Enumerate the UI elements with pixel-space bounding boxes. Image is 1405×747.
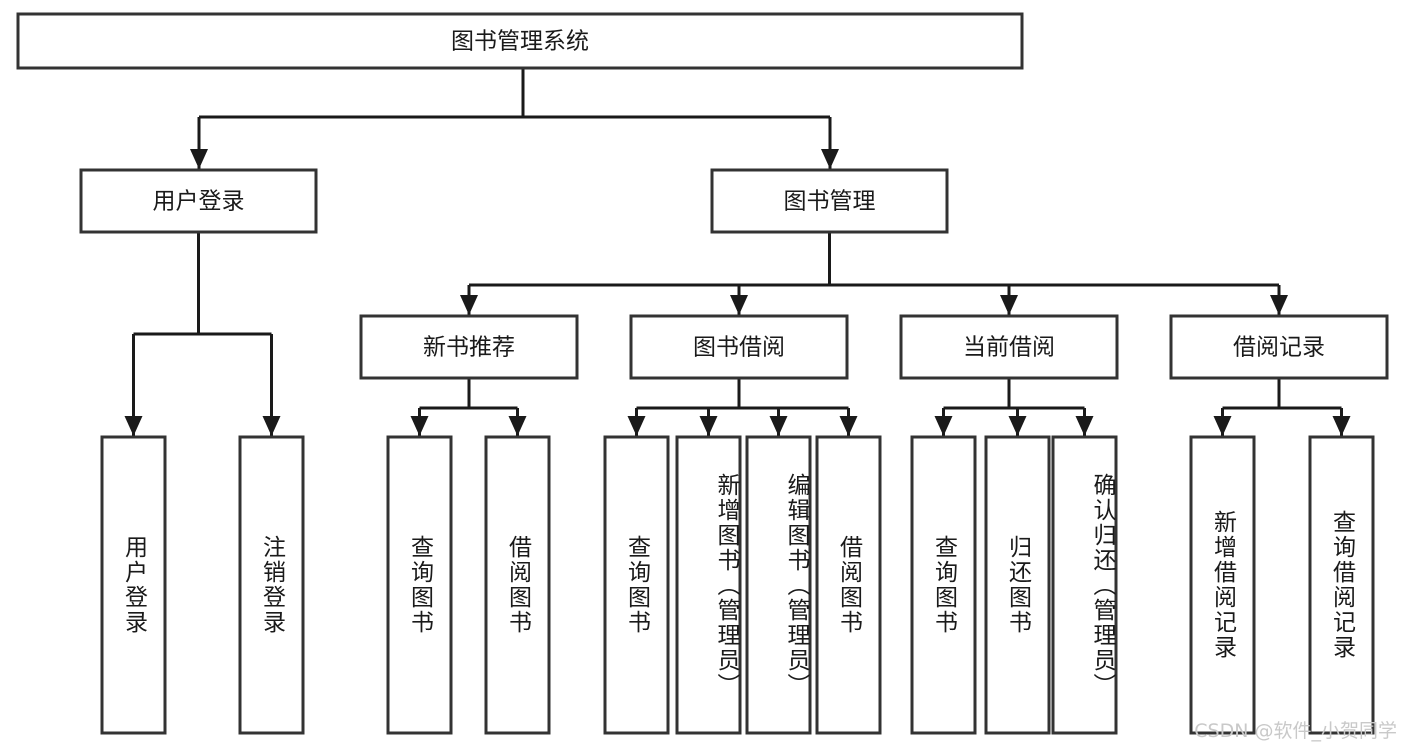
node-box-leaf-edit-book[interactable]: [745, 435, 812, 735]
node-box-leaf-query-book-rec[interactable]: [386, 435, 453, 735]
node-box-book-borrow[interactable]: [629, 314, 849, 380]
node-box-leaf-query-record[interactable]: [1308, 435, 1375, 735]
arrow-head-icon-leaf-query-record: [1332, 416, 1351, 436]
node-box-root[interactable]: [16, 12, 1024, 70]
node-box-current-borrow[interactable]: [899, 314, 1119, 380]
node-label-user-login: 用户登录: [153, 189, 245, 215]
node-box-leaf-add-book[interactable]: [675, 435, 742, 735]
arrow-head-icon-leaf-add-record: [1213, 416, 1232, 436]
node-label-current-borrow: 当前借阅: [963, 335, 1055, 361]
arrow-head-icon-leaf-query-book-rec: [410, 416, 429, 436]
arrow-head-icon-book-manage: [821, 149, 839, 169]
arrow-head-icon-user-login: [190, 149, 208, 169]
arrow-head-icon-leaf-user-login: [124, 416, 143, 436]
node-box-leaf-query-book-borrow[interactable]: [603, 435, 670, 735]
arrow-head-icon-borrow-record: [1270, 295, 1288, 315]
node-box-leaf-add-record[interactable]: [1189, 435, 1256, 735]
arrow-head-icon-new-book-rec: [460, 295, 478, 315]
arrow-head-icon-leaf-borrow-book: [839, 416, 858, 436]
node-box-leaf-logout[interactable]: [238, 435, 305, 735]
arrow-head-icon-leaf-query-book-borrow: [627, 416, 646, 436]
arrow-head-icon-leaf-query-book-current: [934, 416, 953, 436]
arrow-head-icon-leaf-add-book: [699, 416, 718, 436]
node-box-leaf-borrow-book[interactable]: [815, 435, 882, 735]
node-box-borrow-record[interactable]: [1169, 314, 1389, 380]
arrow-head-icon-leaf-logout: [262, 416, 281, 436]
arrow-head-icon-leaf-edit-book: [769, 416, 788, 436]
arrow-head-icon-leaf-borrow-book-rec: [508, 416, 527, 436]
node-label-book-borrow: 图书借阅: [693, 335, 785, 361]
node-box-new-book-rec[interactable]: [359, 314, 579, 380]
node-label-root: 图书管理系统: [451, 29, 589, 55]
node-label-book-manage: 图书管理: [784, 189, 876, 215]
arrow-head-icon-leaf-confirm-return: [1075, 416, 1094, 436]
watermark-text: CSDN @软件_小贺同学: [1194, 720, 1397, 742]
node-box-leaf-query-book-current[interactable]: [910, 435, 977, 735]
node-label-borrow-record: 借阅记录: [1233, 335, 1325, 361]
arrow-head-icon-leaf-return-book: [1008, 416, 1027, 436]
arrow-head-icon-current-borrow: [1000, 295, 1018, 315]
node-box-book-manage[interactable]: [710, 168, 949, 234]
node-box-leaf-confirm-return[interactable]: [1051, 435, 1118, 735]
node-box-leaf-return-book[interactable]: [984, 435, 1051, 735]
node-box-user-login[interactable]: [79, 168, 318, 234]
node-box-leaf-borrow-book-rec[interactable]: [484, 435, 551, 735]
connectors-layer: [124, 68, 1351, 436]
boxes-layer: [16, 12, 1389, 735]
node-box-leaf-user-login[interactable]: [100, 435, 167, 735]
arrow-head-icon-book-borrow: [730, 295, 748, 315]
node-label-new-book-rec: 新书推荐: [423, 335, 515, 361]
